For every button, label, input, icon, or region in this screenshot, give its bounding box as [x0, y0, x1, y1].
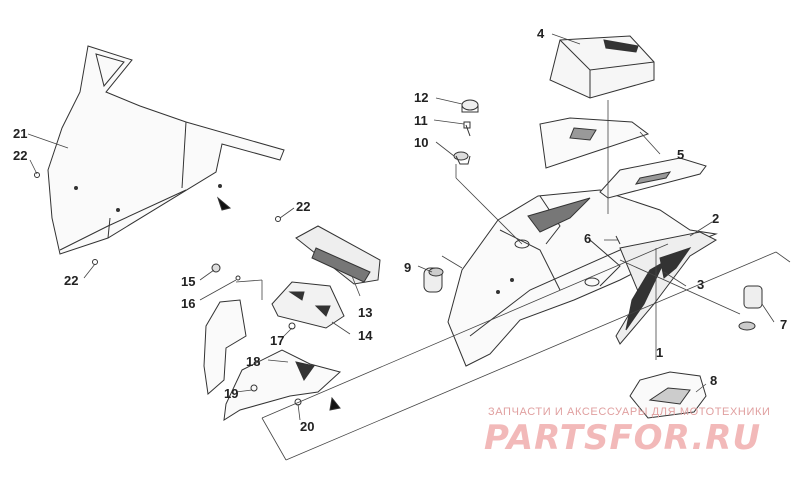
callout-1: 1 — [656, 345, 664, 360]
callout-3: 3 — [697, 277, 705, 292]
horn-part[interactable] — [423, 267, 444, 293]
side-decal-part[interactable] — [615, 231, 718, 345]
callout-11: 11 — [414, 113, 428, 128]
bracket-part[interactable] — [203, 263, 342, 421]
watermark-tagline: ЗАПЧАСТИ И АКСЕССУАРЫ ДЛЯ МОТОТЕХНИКИ — [488, 406, 771, 418]
screw-22[interactable] — [34, 172, 281, 265]
windshield-part[interactable] — [47, 45, 285, 255]
callout-10: 10 — [414, 135, 429, 150]
callout-17: 17 — [270, 333, 285, 348]
callout-19: 19 — [224, 386, 239, 401]
callout-13: 13 — [358, 305, 373, 320]
lower-cover-part[interactable] — [629, 371, 707, 419]
vent-cover-part[interactable] — [549, 35, 655, 99]
callout-7: 7 — [780, 317, 788, 332]
callout-14: 14 — [358, 328, 373, 343]
plug-part[interactable] — [738, 285, 763, 331]
callout-5: 5 — [677, 147, 685, 162]
callout-22-right: 22 — [296, 199, 311, 214]
callout-8: 8 — [710, 373, 718, 388]
watermark-logo: PARTSFOR.RU — [484, 418, 762, 458]
callout-16: 16 — [181, 296, 196, 311]
callout-20: 20 — [300, 419, 315, 434]
callout-4: 4 — [537, 26, 545, 41]
callout-22-left-top: 22 — [13, 148, 28, 163]
callout-12: 12 — [414, 90, 429, 105]
screen-panel-part[interactable] — [539, 117, 707, 199]
callout-2: 2 — [712, 211, 720, 226]
callout-9: 9 — [404, 260, 412, 275]
callout-15: 15 — [181, 274, 196, 289]
callout-18: 18 — [246, 354, 261, 369]
leader-lines — [27, 33, 775, 421]
callout-22-bottom: 22 — [64, 273, 79, 288]
callout-21: 21 — [13, 126, 28, 141]
group-box-lines — [235, 243, 791, 461]
nose-fairing-part[interactable] — [447, 189, 718, 367]
callout-6: 6 — [584, 231, 592, 246]
mount-knob-part[interactable] — [453, 99, 621, 245]
headlight-part[interactable] — [271, 225, 381, 329]
